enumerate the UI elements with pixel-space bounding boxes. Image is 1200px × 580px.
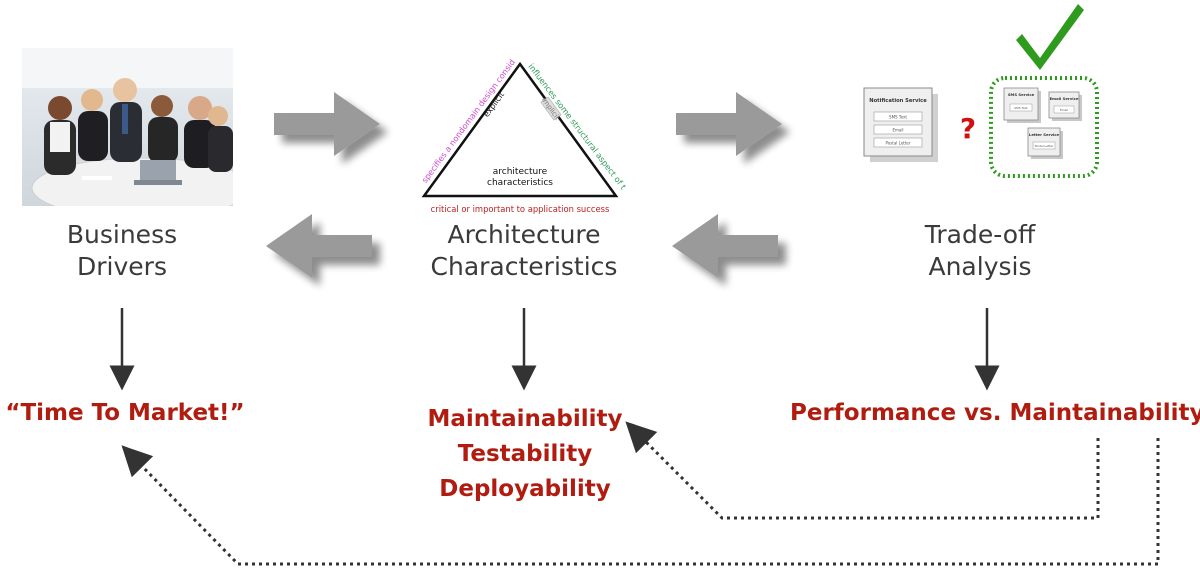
- right-arrow-icon: [676, 92, 782, 156]
- triangle-left-edge-label: specifies a nondomain design considerati…: [0, 0, 517, 185]
- business-drivers-line2: Drivers: [77, 252, 167, 281]
- architecture-characteristics-line1: Architecture: [447, 220, 601, 249]
- left-arrow-icon: [266, 214, 372, 278]
- outcome-deployability: Deployability: [439, 476, 611, 502]
- email-service-item: Email: [1060, 108, 1068, 112]
- architecture-outcomes: Maintainability Testability Deployabilit…: [400, 402, 650, 507]
- email-service-title: Email Service: [1050, 96, 1079, 101]
- tradeoff-analysis-line1: Trade-off: [924, 220, 1036, 249]
- letter-service-item: Postal Letter: [1035, 144, 1055, 148]
- tradeoff-analysis-label: Trade-off Analysis: [880, 219, 1080, 283]
- selected-option-frame: [989, 76, 1099, 178]
- email-service-box: Email Service Email: [1048, 91, 1082, 121]
- triangle-center-line1: architecture: [493, 167, 548, 177]
- business-drivers-line1: Business: [66, 220, 178, 249]
- architecture-characteristics-line2: Characteristics: [430, 252, 618, 281]
- tradeoff-outcome: Performance vs. Maintainability: [790, 400, 1200, 426]
- sms-service-box: SMS Service SMS Text: [1003, 87, 1041, 123]
- business-drivers-label: Business Drivers: [22, 219, 222, 283]
- time-to-market-outcome: “Time To Market!”: [5, 400, 245, 426]
- question-mark: ?: [960, 112, 976, 145]
- triangle-right-edge-label: influences some structural aspect of the…: [0, 0, 629, 192]
- notification-service-box: Notification Service SMS Text Email Post…: [863, 87, 938, 162]
- notification-service-title: Notification Service: [869, 98, 927, 104]
- architecture-triangle: specifies a nondomain design considerati…: [0, 0, 629, 214]
- sms-service-item: SMS Text: [1014, 106, 1028, 110]
- notification-item-letter: Postal Letter: [885, 141, 910, 146]
- triangle-bottom-edge-label: critical or important to application suc…: [431, 204, 610, 214]
- triangle-center-line2: characteristics: [487, 178, 553, 188]
- letter-service-title: Letter Service: [1029, 132, 1060, 137]
- checkmark-icon: [1016, 4, 1084, 70]
- tradeoff-analysis-line2: Analysis: [928, 252, 1032, 281]
- business-meeting-photo: [22, 48, 233, 206]
- dotted-feedback-arrow: [121, 438, 1160, 566]
- architecture-characteristics-label: Architecture Characteristics: [404, 219, 644, 283]
- notification-item-email: Email: [892, 128, 903, 133]
- right-arrow-icon: [274, 92, 380, 156]
- dotted-feedback-arrow: [625, 421, 1100, 520]
- outcome-maintainability: Maintainability: [427, 406, 623, 432]
- left-arrow-icon: [672, 214, 778, 278]
- sms-service-title: SMS Service: [1008, 92, 1035, 97]
- outcome-testability: Testability: [457, 441, 593, 467]
- notification-item-sms: SMS Text: [889, 115, 907, 120]
- letter-service-box: Letter Service Postal Letter: [1027, 127, 1063, 159]
